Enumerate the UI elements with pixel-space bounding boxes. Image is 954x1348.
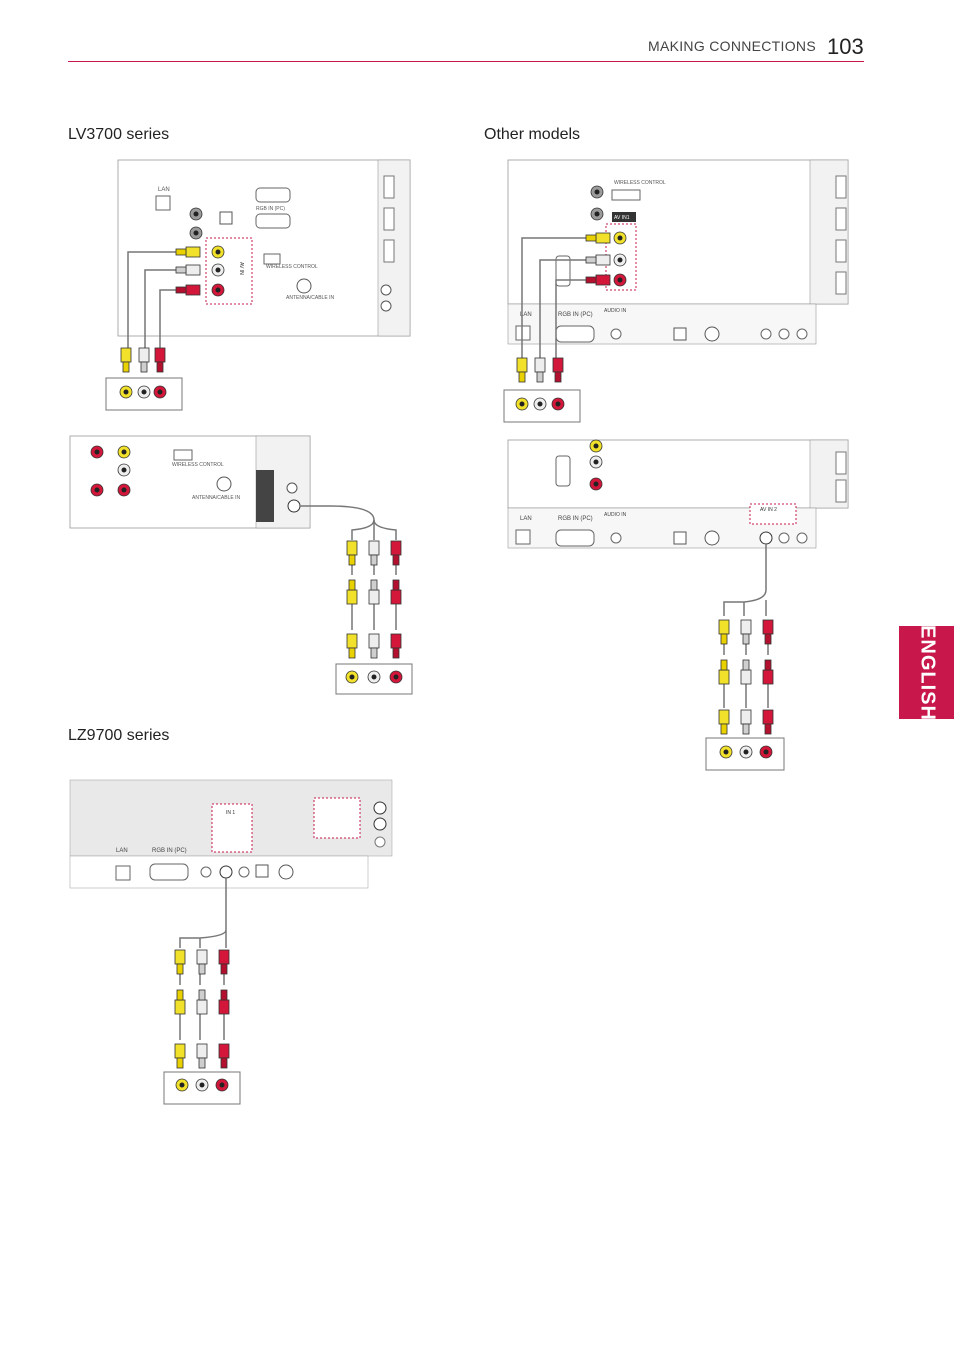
other-models-tv-panel-top: WIRELESS CONTROL AV IN1 LAN RGB IN (PC) …: [507, 159, 849, 345]
av-in2-label: AV IN 2: [760, 507, 777, 513]
lan-label-lz: LAN: [116, 848, 128, 854]
page-number: 103: [827, 34, 864, 59]
lan-label-other-2: LAN: [520, 516, 532, 522]
rgb-in-label: RGB IN (PC): [256, 206, 285, 212]
section-title-lv3700: LV3700 series: [68, 126, 170, 143]
av-in1-label: AV IN1: [614, 215, 630, 221]
lz9700-device: [163, 1071, 241, 1105]
lv3700-tv-panel-top: LAN RGB IN (PC) AV IN WIRELESS CONTROL A…: [117, 159, 411, 337]
section-header: MAKING CONNECTIONS: [648, 38, 816, 54]
english-language-tab[interactable]: ENGLISH: [899, 625, 954, 720]
antenna-label: ANTENNA/CABLE IN: [286, 295, 334, 301]
av-in-label: AV IN: [238, 262, 244, 275]
header-rule: [68, 61, 864, 62]
lv3700-bottom-cables: [300, 505, 397, 630]
rgb-in-label-other: RGB IN (PC): [558, 312, 593, 318]
rgb-in-label-other-2: RGB IN (PC): [558, 516, 593, 522]
in1-label: IN 1: [226, 810, 235, 816]
section-title-lz9700: LZ9700 series: [68, 727, 170, 744]
rgb-in-label-lz: RGB IN (PC): [152, 848, 187, 854]
wireless-control-label: WIRELESS CONTROL: [266, 264, 318, 270]
audio-in-label-2: AUDIO IN: [604, 512, 627, 518]
other-models-tv-panel-bottom: LAN RGB IN (PC) AUDIO IN AV IN 2: [507, 439, 849, 549]
lz9700-tv-panel: IN 1 LAN RGB IN (PC): [69, 779, 393, 889]
lan-label-other: LAN: [520, 312, 532, 318]
lv3700-top-device: [105, 377, 183, 411]
wireless-control-label-2: WIRELESS CONTROL: [172, 462, 224, 468]
audio-in-label: AUDIO IN: [604, 308, 627, 314]
lv3700-tv-panel-bottom: WIRELESS CONTROL ANTENNA/CABLE IN: [69, 435, 311, 529]
wireless-control-label-3: WIRELESS CONTROL: [614, 180, 666, 186]
section-title-other-models: Other models: [484, 126, 581, 143]
antenna-label-2: ANTENNA/CABLE IN: [192, 495, 240, 501]
other-models-top-device: [503, 389, 581, 423]
lz9700-cables: [179, 878, 227, 1040]
lan-label: LAN: [158, 187, 170, 193]
other-models-bottom-device: [705, 737, 785, 771]
lv3700-bottom-device: [335, 663, 413, 695]
other-models-top-cables: [521, 237, 600, 358]
